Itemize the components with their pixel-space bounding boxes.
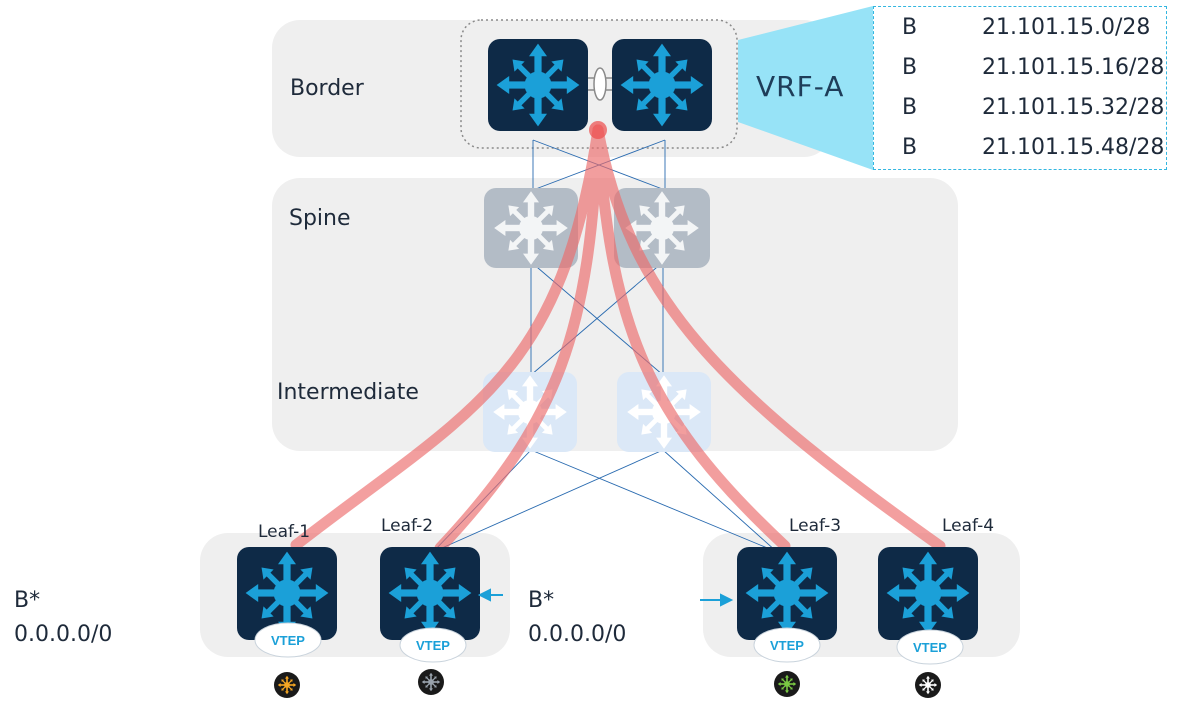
vtep-label-3: VTEP (770, 638, 804, 653)
vrf-route-row: B 21.101.15.16/28 (874, 47, 1166, 87)
border-switch-2 (612, 39, 712, 131)
border-label: Border (290, 76, 364, 101)
leaf-switch-3 (737, 547, 837, 640)
route-prefix: 21.101.15.32/28 (982, 94, 1165, 120)
route-code: B (902, 14, 918, 40)
vtep-label-1: VTEP (271, 633, 305, 648)
path-origin-glow (589, 121, 607, 139)
default-route-middle-prefix: 0.0.0.0/0 (528, 622, 627, 647)
leaf-switch-2 (380, 547, 480, 640)
vrf-route-row: B 21.101.15.48/28 (874, 127, 1166, 167)
route-code: B (902, 94, 918, 120)
vtep-label-4: VTEP (913, 640, 947, 655)
default-route-middle-code: B* (528, 588, 555, 613)
default-route-left-prefix: 0.0.0.0/0 (14, 622, 113, 647)
vrf-route-row: B 21.101.15.32/28 (874, 87, 1166, 127)
fabric-links (432, 139, 778, 553)
vrf-projection (738, 6, 873, 170)
default-route-middle: B* 0.0.0.0/0 (528, 584, 626, 652)
vrf-route-table: B 21.101.15.0/28 B 21.101.15.16/28 B 21.… (873, 6, 1167, 170)
route-code: B (902, 54, 918, 80)
border-cluster-box (460, 19, 738, 149)
leaf-1-label: Leaf-1 (258, 522, 311, 542)
traffic-paths (290, 124, 946, 554)
leaf-switch-4 (878, 547, 978, 640)
leaf-4-label: Leaf-4 (942, 516, 995, 536)
vrf-name: VRF-A (756, 70, 845, 103)
endpoint-icon-leaf-4 (915, 672, 941, 698)
route-injection-arrows (477, 588, 734, 607)
vrf-route-row: B 21.101.15.0/28 (874, 7, 1166, 47)
vtep-badges (254, 622, 964, 665)
endpoint-icon-leaf-2 (418, 669, 444, 695)
spine-label: Spine (289, 206, 351, 231)
route-prefix: 21.101.15.0/28 (982, 14, 1151, 40)
leaf-2-label: Leaf-2 (381, 516, 434, 536)
route-code: B (902, 134, 918, 160)
spine-switch-1 (484, 188, 578, 268)
leaf-3-label: Leaf-3 (789, 516, 842, 536)
default-route-left-code: B* (14, 588, 41, 613)
intermediate-label: Intermediate (277, 380, 419, 405)
leaf-switch-1 (237, 547, 337, 640)
route-prefix: 21.101.15.48/28 (982, 134, 1165, 160)
endpoint-icon-leaf-1 (274, 672, 300, 698)
default-route-left: B* 0.0.0.0/0 (14, 584, 112, 652)
route-prefix: 21.101.15.16/28 (982, 54, 1165, 80)
border-switch-1 (488, 39, 588, 131)
port-channel-icon (588, 67, 612, 101)
vtep-label-2: VTEP (416, 638, 450, 653)
endpoint-icon-leaf-3 (774, 671, 800, 697)
